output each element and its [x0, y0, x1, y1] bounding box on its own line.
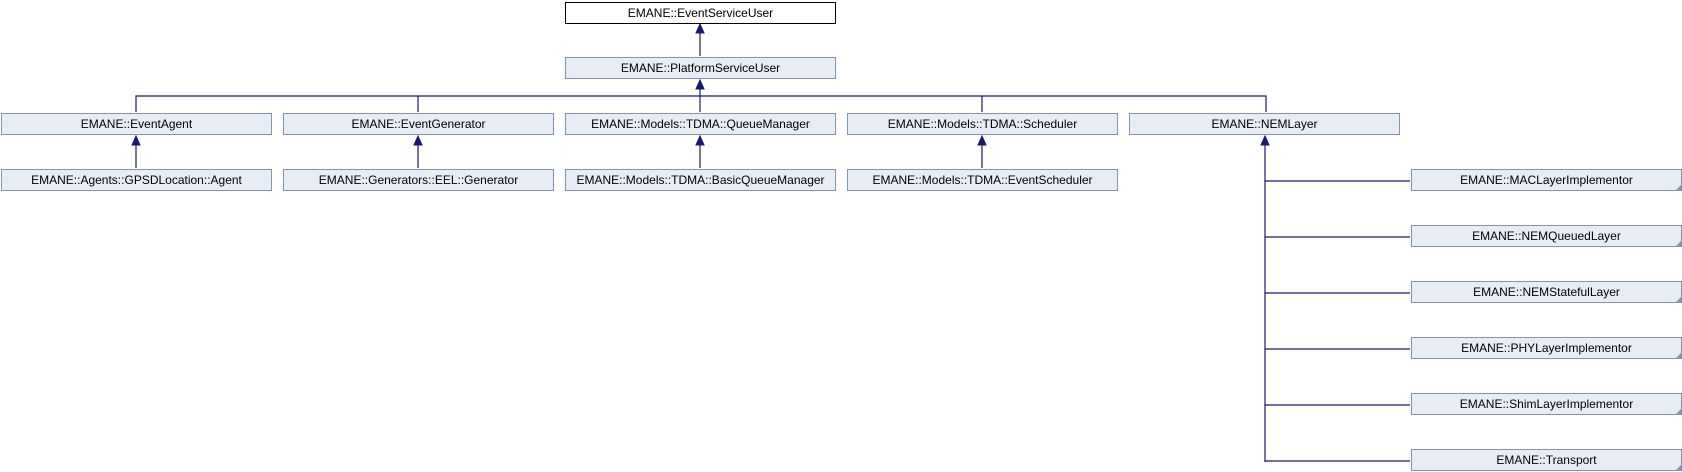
node-label: EMANE::NEMQueuedLayer: [1472, 229, 1621, 243]
node-label: EMANE::EventAgent: [80, 117, 193, 131]
node-transport[interactable]: EMANE::Transport: [1411, 449, 1682, 471]
node-nem-queued-layer[interactable]: EMANE::NEMQueuedLayer: [1411, 225, 1682, 247]
node-label: EMANE::Transport: [1496, 453, 1597, 467]
node-nem-stateful-layer[interactable]: EMANE::NEMStatefulLayer: [1411, 281, 1682, 303]
node-shim-layer-implementor[interactable]: EMANE::ShimLayerImplementor: [1411, 393, 1682, 415]
node-label: EMANE::Models::TDMA::QueueManager: [591, 117, 810, 131]
node-label: EMANE::MACLayerImplementor: [1460, 173, 1633, 187]
node-event-scheduler[interactable]: EMANE::Models::TDMA::EventScheduler: [847, 169, 1118, 191]
more-indicator-icon: [1675, 408, 1681, 414]
more-indicator-icon: [1675, 184, 1681, 190]
node-label: EMANE::EventGenerator: [351, 117, 486, 131]
more-indicator-icon: [1675, 296, 1681, 302]
node-label: EMANE::PlatformServiceUser: [620, 61, 781, 75]
node-event-generator[interactable]: EMANE::EventGenerator: [283, 113, 554, 135]
node-scheduler[interactable]: EMANE::Models::TDMA::Scheduler: [847, 113, 1118, 135]
arrowhead-eventservice: [695, 22, 705, 34]
node-platform-service-user[interactable]: EMANE::PlatformServiceUser: [565, 57, 836, 79]
node-event-service-user: EMANE::EventServiceUser: [565, 2, 836, 24]
arrowhead-eventgenerator: [413, 134, 423, 146]
more-indicator-icon: [1675, 464, 1681, 470]
node-label: EMANE::Generators::EEL::Generator: [318, 173, 519, 187]
node-mac-layer-implementor[interactable]: EMANE::MACLayerImplementor: [1411, 169, 1682, 191]
node-basic-queue-manager[interactable]: EMANE::Models::TDMA::BasicQueueManager: [565, 169, 836, 191]
node-label: EMANE::Agents::GPSDLocation::Agent: [31, 173, 242, 187]
more-indicator-icon: [1675, 240, 1681, 246]
node-label: EMANE::Models::TDMA::BasicQueueManager: [576, 173, 825, 187]
arrowhead-eventagent: [131, 134, 141, 146]
arrowhead-platform: [695, 78, 705, 90]
node-label: EMANE::PHYLayerImplementor: [1461, 341, 1632, 355]
node-label: EMANE::Models::TDMA::Scheduler: [887, 117, 1078, 131]
node-label: EMANE::EventServiceUser: [627, 6, 774, 20]
node-event-agent[interactable]: EMANE::EventAgent: [1, 113, 272, 135]
node-label: EMANE::ShimLayerImplementor: [1459, 397, 1634, 411]
arrowhead-queuemanager: [695, 134, 705, 146]
node-nem-layer[interactable]: EMANE::NEMLayer: [1129, 113, 1400, 135]
node-queue-manager[interactable]: EMANE::Models::TDMA::QueueManager: [565, 113, 836, 135]
node-label: EMANE::Models::TDMA::EventScheduler: [872, 173, 1093, 187]
arrowhead-nemlayer: [1260, 134, 1270, 146]
more-indicator-icon: [1675, 352, 1681, 358]
arrowhead-scheduler: [977, 134, 987, 146]
node-label: EMANE::NEMStatefulLayer: [1473, 285, 1620, 299]
node-gpsd-agent[interactable]: EMANE::Agents::GPSDLocation::Agent: [1, 169, 272, 191]
edge-row-bus: [135, 95, 1267, 112]
node-label: EMANE::NEMLayer: [1211, 117, 1318, 131]
node-phy-layer-implementor[interactable]: EMANE::PHYLayerImplementor: [1411, 337, 1682, 359]
node-eel-generator[interactable]: EMANE::Generators::EEL::Generator: [283, 169, 554, 191]
